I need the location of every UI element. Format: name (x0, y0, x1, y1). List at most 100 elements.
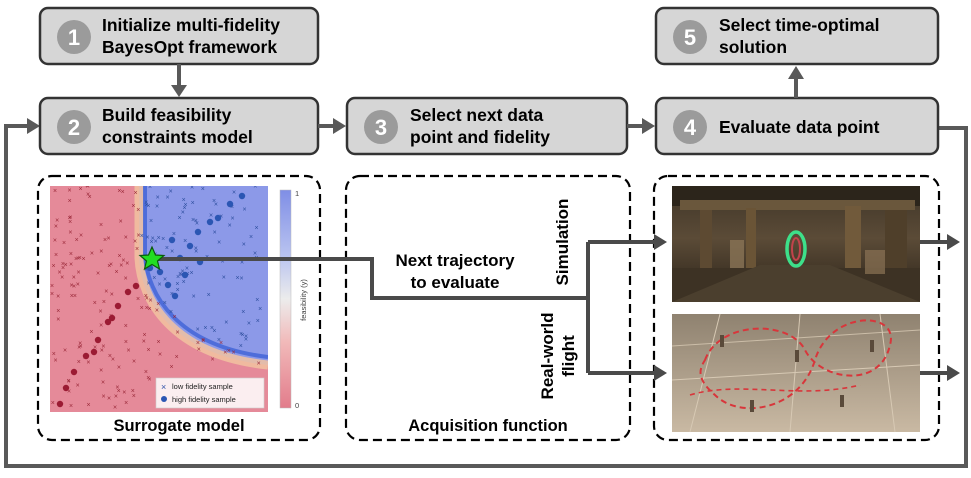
low-fidelity-sample: × (79, 186, 83, 193)
low-fidelity-sample: × (231, 350, 235, 357)
low-fidelity-sample: × (203, 325, 207, 332)
low-fidelity-sample: × (107, 263, 111, 270)
next-trajectory-connector (152, 234, 667, 381)
low-fidelity-sample: × (240, 260, 244, 267)
high-fidelity-sample (62, 384, 70, 392)
low-fidelity-sample: × (182, 279, 186, 286)
step-5-line2: solution (719, 37, 787, 57)
high-fidelity-sample (164, 281, 172, 289)
low-fidelity-sample: × (241, 309, 245, 316)
low-fidelity-sample: × (177, 215, 181, 222)
low-fidelity-sample: × (96, 270, 100, 277)
surrogate-plot: × × × × × × × × × × × × × × × × × × × × × × × × × × × × × × × × × × × × × × × ×… (50, 183, 308, 412)
low-fidelity-sample: × (64, 262, 68, 269)
low-fidelity-sample: × (131, 203, 135, 210)
low-fidelity-sample: × (104, 288, 108, 295)
low-fidelity-sample: × (190, 185, 194, 192)
low-fidelity-sample: × (54, 252, 58, 259)
low-fidelity-sample: × (201, 338, 205, 345)
high-fidelity-sample (156, 268, 164, 276)
low-fidelity-sample: × (89, 329, 93, 336)
low-fidelity-sample: × (101, 379, 105, 386)
low-fidelity-sample: × (146, 375, 150, 382)
low-fidelity-sample: × (253, 183, 257, 190)
low-fidelity-sample: × (165, 245, 169, 252)
low-fidelity-sample: × (257, 360, 261, 367)
step-3-line2: point and fidelity (410, 127, 550, 147)
low-fidelity-sample: × (201, 337, 205, 344)
high-fidelity-sample (168, 236, 176, 244)
legend-high-label: high fidelity sample (172, 395, 236, 404)
low-fidelity-sample: × (69, 261, 73, 268)
high-fidelity-sample (226, 200, 234, 208)
next-point-star-icon (138, 245, 166, 271)
low-fidelity-sample: × (76, 383, 80, 390)
low-fidelity-sample: × (255, 297, 259, 304)
step-1-line2: BayesOpt framework (102, 37, 277, 57)
low-fidelity-sample: × (192, 294, 196, 301)
high-fidelity-sample (104, 318, 112, 326)
low-fidelity-sample: × (258, 306, 262, 313)
high-fidelity-sample (132, 282, 140, 290)
low-fidelity-sample: × (60, 275, 64, 282)
low-fidelity-sample: × (194, 218, 198, 225)
low-fidelity-sample: × (69, 214, 73, 221)
low-fidelity-sample: × (69, 403, 73, 410)
low-fidelity-sample: × (62, 240, 66, 247)
arrow-4-to-5 (788, 66, 804, 98)
low-fidelity-sample: × (118, 253, 122, 260)
low-fidelity-sample: × (88, 194, 92, 201)
low-fidelity-sample: × (125, 261, 129, 268)
low-fidelity-sample: × (227, 348, 231, 355)
low-fidelity-sample: × (50, 283, 54, 290)
high-fidelity-sample (214, 214, 222, 222)
low-fidelity-sample: × (172, 231, 176, 238)
step-1-line1: Initialize multi-fidelity (102, 15, 280, 35)
low-fidelity-sample: × (179, 272, 183, 279)
low-fidelity-sample: × (79, 233, 83, 240)
low-fidelity-sample: × (76, 255, 80, 262)
low-fidelity-sample: × (117, 188, 121, 195)
arrow-1-to-2 (171, 64, 187, 97)
next-trajectory-line1: Next trajectory (395, 251, 515, 270)
surrogate-model-caption: Surrogate model (113, 417, 244, 435)
low-fidelity-sample: × (236, 275, 240, 282)
low-fidelity-sample: × (67, 389, 71, 396)
low-fidelity-sample: × (124, 400, 128, 407)
low-fidelity-sample: × (145, 305, 149, 312)
low-fidelity-sample: × (146, 281, 150, 288)
low-fidelity-sample: × (78, 255, 82, 262)
low-fidelity-sample: × (149, 218, 153, 225)
low-fidelity-sample: × (151, 235, 155, 242)
low-fidelity-sample: × (217, 337, 221, 344)
low-fidelity-sample: × (110, 291, 114, 298)
high-fidelity-sample (82, 352, 90, 360)
low-fidelity-sample: × (93, 345, 97, 352)
low-fidelity-sample: × (93, 300, 97, 307)
next-trajectory-line2: to evaluate (411, 273, 500, 292)
low-fidelity-sample: × (63, 348, 67, 355)
low-fidelity-sample: × (148, 298, 152, 305)
low-fidelity-sample: × (214, 202, 218, 209)
legend-low-label: low fidelity sample (172, 382, 233, 391)
low-fidelity-sample: × (132, 393, 136, 400)
step-5-number: 5 (684, 25, 696, 50)
feedback-loop (4, 118, 968, 468)
low-fidelity-sample: × (99, 222, 103, 229)
low-fidelity-sample: × (145, 235, 149, 242)
low-fidelity-sample: × (121, 258, 125, 265)
low-fidelity-sample: × (148, 377, 152, 384)
low-fidelity-sample: × (176, 274, 180, 281)
step-2-number: 2 (68, 115, 80, 140)
low-fidelity-sample: × (256, 318, 260, 325)
low-fidelity-sample: × (67, 188, 71, 195)
high-fidelity-sample (70, 368, 78, 376)
low-fidelity-sample: × (191, 200, 195, 207)
low-fidelity-sample: × (156, 339, 160, 346)
low-fidelity-sample: × (197, 347, 201, 354)
low-fidelity-sample: × (239, 343, 243, 350)
high-fidelity-sample (124, 288, 132, 296)
low-fidelity-sample: × (74, 256, 78, 263)
high-fidelity-sample (114, 302, 122, 310)
low-fidelity-sample: × (170, 364, 174, 371)
